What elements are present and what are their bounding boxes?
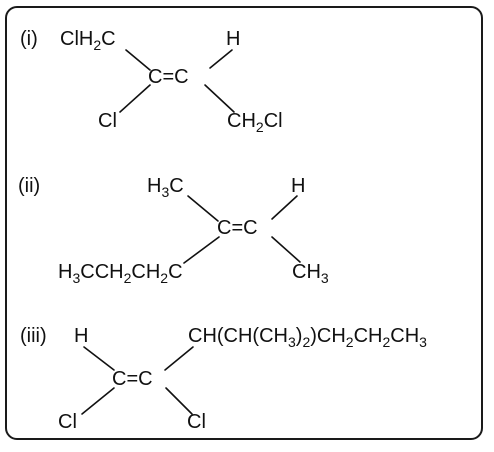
structure-label: (iii) — [20, 325, 47, 347]
structure-iii: (iii) H CH(CH(CH3)2)CH2CH2CH3 C=C Cl Cl — [20, 325, 427, 433]
bond — [125, 49, 151, 71]
structure-ii: (ii) H3C H C=C H3CCH2CH2C CH3 — [18, 175, 329, 286]
substituent-hydrogen: H — [291, 175, 305, 197]
bond — [271, 236, 301, 263]
bond — [164, 346, 194, 371]
substituent-chlorine-left: Cl — [58, 411, 77, 433]
bond — [119, 84, 151, 113]
substituent-hydrogen: H — [226, 28, 240, 50]
substituent-hydrogen: H — [74, 325, 88, 347]
substituent-chloromethyl-lower: CH2Cl — [227, 110, 283, 135]
double-bond-label: C=C — [112, 368, 153, 390]
bond — [165, 387, 193, 415]
bond — [209, 49, 233, 69]
structure-label: (ii) — [18, 175, 40, 197]
bond — [204, 84, 235, 113]
substituent-chlorine: Cl — [98, 110, 117, 132]
substituent-methyl-lower: CH3 — [292, 261, 329, 286]
bond — [183, 236, 220, 264]
substituent-chloromethyl-upper: ClH2C — [60, 28, 116, 53]
bond — [81, 387, 115, 415]
double-bond-label: C=C — [148, 66, 189, 88]
double-bond-label: C=C — [217, 217, 258, 239]
substituent-methyl-upper: H3C — [147, 175, 184, 200]
bond — [271, 195, 298, 220]
bond — [187, 195, 219, 222]
structure-panel-border — [5, 6, 483, 440]
structure-label: (i) — [20, 28, 38, 50]
substituent-propyl: H3CCH2CH2C — [58, 261, 183, 286]
substituent-branched-alkyl: CH(CH(CH3)2)CH2CH2CH3 — [188, 325, 427, 350]
structure-i: (i) ClH2C H C=C Cl CH2Cl — [20, 28, 283, 135]
substituent-chlorine-right: Cl — [187, 411, 206, 433]
bond — [83, 346, 115, 371]
